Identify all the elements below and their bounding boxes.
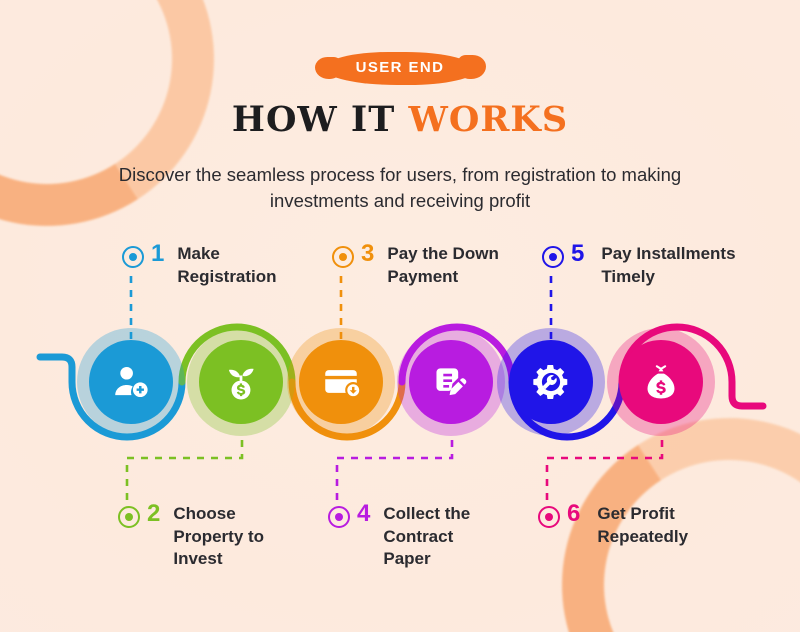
step-node-5[interactable] (497, 328, 605, 436)
user-plus-icon (115, 366, 148, 398)
section-badge: USER END (314, 52, 487, 85)
badge-brush-shape (314, 52, 487, 85)
step-marker-1-icon (122, 246, 144, 268)
step-label-5[interactable]: 5 Pay Installments Timely (542, 240, 736, 288)
step-label-6[interactable]: 6 Get Profit Repeatedly (538, 500, 689, 548)
gear-wrench-icon (533, 365, 568, 399)
step-text-1: Make Registration (177, 244, 277, 286)
step-text-2: Choose Property to Invest (173, 504, 265, 569)
step-node-4[interactable] (397, 328, 505, 436)
flow-segment-2 (178, 323, 296, 386)
title-dark-part: HOW IT (231, 99, 396, 140)
step-label-4[interactable]: 4 Collect the Contract Paper (328, 500, 471, 571)
badge-label: USER END (355, 59, 445, 76)
node-disc-1 (89, 340, 173, 424)
flow-segment-6 (618, 323, 767, 410)
step-number-2: 2 (147, 500, 161, 527)
step-node-1[interactable] (77, 328, 185, 436)
connector-dashed-2 (125, 440, 244, 505)
step-label-2[interactable]: 2 Choose Property to Invest (118, 500, 265, 571)
header: USER END HOW IT WORKS Discover the seaml… (0, 52, 800, 215)
step-text-4: Collect the Contract Paper (383, 504, 471, 569)
flow-segment-4 (398, 323, 516, 386)
card-down-arrow-icon (325, 370, 360, 397)
step-number-5: 5 (571, 240, 585, 267)
step-number-4: 4 (357, 500, 371, 527)
node-disc-6 (619, 340, 703, 424)
step-marker-6-icon (538, 506, 560, 528)
money-bag-icon (647, 365, 675, 399)
step-text-6: Get Profit Repeatedly (597, 504, 689, 546)
step-marker-4-icon (328, 506, 350, 528)
flow-segment-1 (36, 353, 186, 441)
page-subtitle: Discover the seamless process for users,… (118, 164, 682, 212)
step-number-6: 6 (567, 500, 581, 527)
step-node-6[interactable] (607, 328, 715, 436)
step-label-3[interactable]: 3 Pay the Down Payment (332, 240, 499, 288)
step-marker-3-icon (332, 246, 354, 268)
document-pencil-icon (436, 368, 467, 396)
flow-segment-3 (288, 378, 406, 441)
connector-dashed-4 (335, 440, 454, 505)
page-title: HOW IT WORKS (0, 102, 800, 137)
step-text-3: Pay the Down Payment (387, 244, 499, 286)
step-marker-5-icon (542, 246, 564, 268)
step-number-3: 3 (361, 240, 375, 267)
step-node-2[interactable] (187, 328, 295, 436)
step-text-5: Pay Installments Timely (601, 244, 736, 286)
connector-dashed-6 (545, 440, 664, 505)
step-label-1[interactable]: 1 Make Registration (122, 240, 277, 288)
step-node-3[interactable] (287, 328, 395, 436)
title-accent-part: WORKS (408, 99, 569, 140)
step-number-1: 1 (151, 240, 165, 267)
step-marker-2-icon (118, 506, 140, 528)
money-plant-icon (228, 368, 254, 400)
